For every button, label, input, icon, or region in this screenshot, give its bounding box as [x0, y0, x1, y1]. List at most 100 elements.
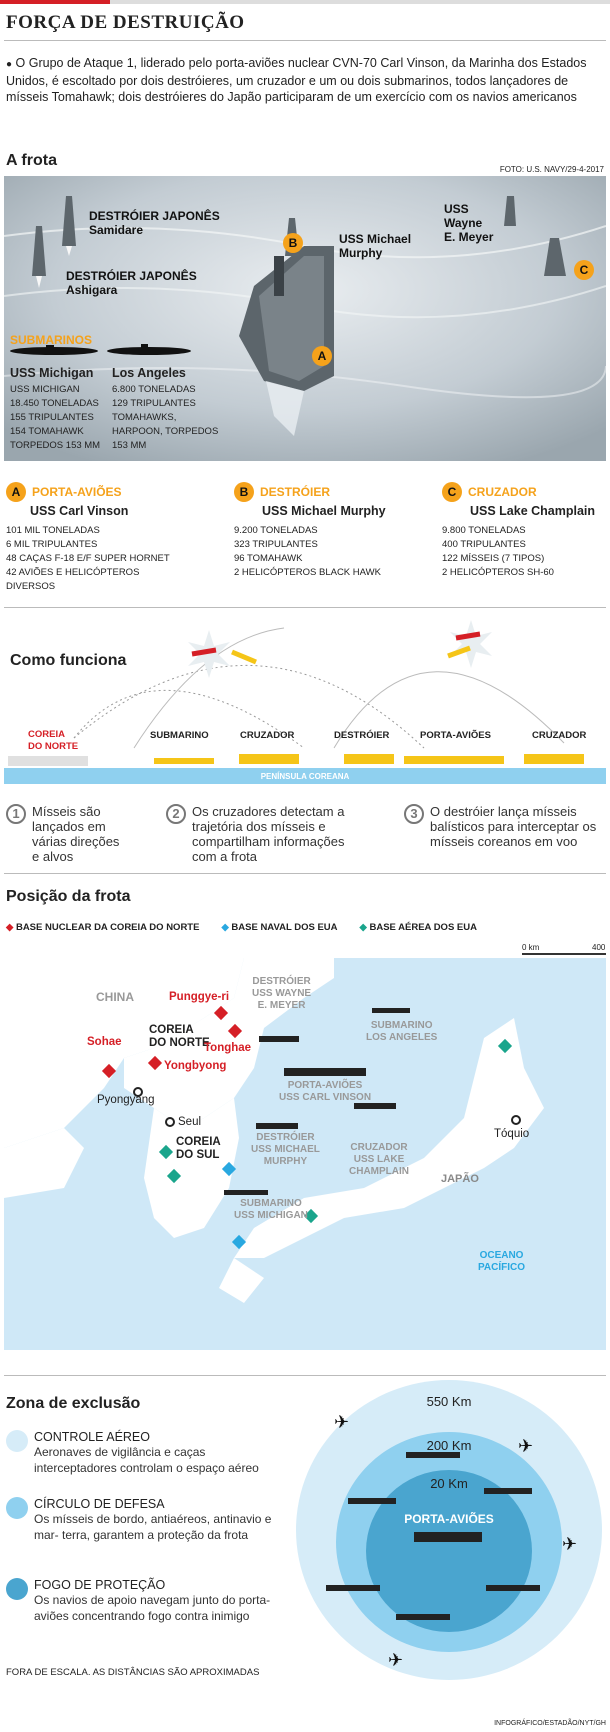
top-bar	[0, 0, 610, 4]
kyushu-land	[219, 1258, 264, 1303]
zone-3-title: FOGO DE PROTEÇÃO	[34, 1578, 166, 1592]
ship-b-type: DESTRÓIER	[260, 485, 331, 499]
map-label-punggye: Punggye-ri	[169, 991, 230, 1003]
badge-b-col: B	[234, 482, 254, 502]
china-coast	[4, 1128, 84, 1198]
unit-submarino: SUBMARINO	[150, 730, 209, 741]
sea-band	[4, 768, 606, 784]
map-label-toquio: Tóquio	[494, 1128, 530, 1140]
map-label-champlain: CRUZADOR USS LAKE CHAMPLAIN	[349, 1142, 409, 1177]
step-2: 2 Os cruzadores detectam a trajetória do…	[166, 804, 344, 864]
label-ashigara: DESTRÓIER JAPONÊS Ashigara	[66, 269, 197, 297]
intro-text: ● O Grupo de Ataque 1, liderado pelo por…	[6, 55, 601, 105]
submarines-heading: SUBMARINOS	[10, 333, 93, 347]
svg-text:✈: ✈	[388, 1650, 403, 1670]
zone-1-text: Aeronaves de vigilância e caças intercep…	[34, 1445, 259, 1475]
map-svg	[4, 958, 544, 1303]
legend-air-label: BASE AÉREA DOS EUA	[369, 922, 477, 933]
legend-nuclear-label: BASE NUCLEAR DA COREIA DO NORTE	[15, 922, 200, 933]
step-2-num: 2	[166, 804, 186, 824]
blue-diamond-icon: ◆	[221, 922, 229, 933]
photo-credit: FOTO: U.S. NAVY/29-4-2017	[499, 165, 604, 174]
ship-col-a: A PORTA-AVIÕES USS Carl Vinson 101 MIL T…	[6, 482, 206, 594]
ship-b-name: USS Michael Murphy	[262, 504, 386, 518]
zone-diagram: 550 Km 200 Km 20 Km PORTA-AVIÕES ✈ ✈ ✈ ✈	[296, 1380, 602, 1680]
ship-c-specs: 9.800 TONELADAS 400 TRIPULANTES 122 MÍSS…	[442, 525, 554, 578]
badge-a: A	[312, 346, 332, 366]
zone-silhouettes: ✈ ✈ ✈ ✈	[326, 1412, 577, 1670]
ship-a-specs: 101 MIL TONELADAS 6 MIL TRIPULANTES 48 C…	[6, 525, 170, 592]
sub1-name: USS Michigan	[10, 366, 94, 380]
ship-a-type: PORTA-AVIÕES	[32, 485, 122, 499]
carrier-carl-vinson	[239, 246, 334, 436]
legend-naval: ◆ BASE NAVAL DOS EUA	[221, 922, 337, 933]
divider-2	[4, 873, 606, 874]
step-2-text: Os cruzadores detectam a trajetória dos …	[192, 804, 345, 864]
ring-20	[366, 1470, 532, 1632]
destroyer-meyer	[504, 196, 516, 226]
fleet-heading: A frota	[6, 152, 57, 169]
ship-icons	[224, 1008, 410, 1195]
unit-destroier: DESTRÓIER	[334, 730, 390, 741]
map-label-sk: COREIA DO SUL	[176, 1136, 221, 1161]
svg-text:✈: ✈	[518, 1436, 533, 1456]
korea-label: COREIA DO NORTE	[28, 729, 79, 752]
zone-2-title: CÍRCULO DE DEFESA	[34, 1497, 165, 1511]
zone-2-swatch	[6, 1497, 28, 1519]
map-label-ocean: OCEANO PACÍFICO	[478, 1250, 526, 1273]
ring-label-550: 550 Km	[426, 1394, 472, 1409]
zone-item-2: CÍRCULO DE DEFESA Os mísseis de bordo, a…	[6, 1497, 276, 1543]
map-label-nk: COREIA DO NORTE	[149, 1024, 210, 1049]
title-rule	[4, 40, 606, 41]
ship-col-b: B DESTRÓIER USS Michael Murphy 9.200 TON…	[234, 482, 424, 580]
scale-start: 0 km	[522, 943, 540, 952]
step-1-num: 1	[6, 804, 26, 824]
scale-bar	[522, 953, 606, 955]
green-diamond-icon: ◆	[359, 922, 367, 933]
ship-col-c: C CRUZADOR USS Lake Champlain 9.800 TONE…	[442, 482, 607, 580]
footer-credit: INFOGRÁFICO/ESTADÃO/NYT/GH	[494, 1720, 606, 1727]
label-samidare: DESTRÓIER JAPONÊS Samidare	[89, 209, 220, 237]
map-label-sohae: Sohae	[87, 1036, 122, 1048]
nk-land	[124, 958, 334, 1128]
zone-3-swatch	[6, 1578, 28, 1600]
map-label-china: CHINA	[96, 990, 134, 1004]
label-murphy: USS Michael Murphy	[339, 232, 412, 260]
map-label-michigan: SUBMARINO USS MICHIGAN	[234, 1198, 308, 1221]
page-title: FORÇA DE DESTRUIÇÃO	[6, 12, 245, 33]
ring-label-20: 20 Km	[430, 1476, 468, 1491]
map: CHINA COREIA DO NORTE COREIA DO SUL JAPÃ…	[4, 958, 606, 1350]
submarine-silhouettes	[10, 344, 191, 355]
accent-line	[0, 0, 110, 4]
how-diagram	[4, 620, 606, 784]
carrier-silhouette	[414, 1532, 482, 1542]
zone-3-text: Os navios de apoio navegam junto do port…	[34, 1593, 271, 1623]
ship-b-specs: 9.200 TONELADAS 323 TRIPULANTES 96 TOMAH…	[234, 525, 381, 578]
legend-nuclear: ◆ BASE NUCLEAR DA COREIA DO NORTE	[6, 922, 199, 933]
missiles	[191, 631, 481, 665]
ship-a-name: USS Carl Vinson	[30, 504, 129, 518]
map-label-japan: JAPÃO	[441, 1173, 479, 1185]
zone-item-3: FOGO DE PROTEÇÃO Os navios de apoio nave…	[6, 1578, 276, 1624]
step-3: 3 O destróier lança mísseis balísticos p…	[404, 804, 596, 849]
how-heading: Como funciona	[10, 652, 127, 669]
red-diamond-icon: ◆	[6, 922, 14, 933]
step-3-text: O destróier lança mísseis balísticos par…	[430, 804, 597, 849]
fleet-photo: A B C DESTRÓIER JAPONÊS Samidare DESTRÓI…	[3, 176, 607, 461]
badge-c: C	[574, 260, 594, 280]
map-label-pyongyang: Pyongyang	[97, 1094, 155, 1106]
cruiser-champlain	[544, 238, 566, 276]
unit-cruzador-2: CRUZADOR	[532, 730, 587, 741]
badge-c-col: C	[442, 482, 462, 502]
ring-label-200: 200 Km	[426, 1438, 472, 1453]
base-markers	[101, 1005, 513, 1250]
explosion-2	[450, 620, 492, 668]
svg-text:✈: ✈	[562, 1534, 577, 1554]
zone-2-text: Os mísseis de bordo, antiaéreos, antinav…	[34, 1512, 272, 1542]
sk-land	[144, 1098, 239, 1238]
destroyer-samidare	[62, 196, 76, 256]
city-markers	[133, 1087, 521, 1127]
map-label-seul: Seul	[178, 1116, 202, 1128]
legend-air: ◆ BASE AÉREA DOS EUA	[360, 922, 477, 933]
carrier-label: PORTA-AVIÕES	[404, 1512, 494, 1526]
